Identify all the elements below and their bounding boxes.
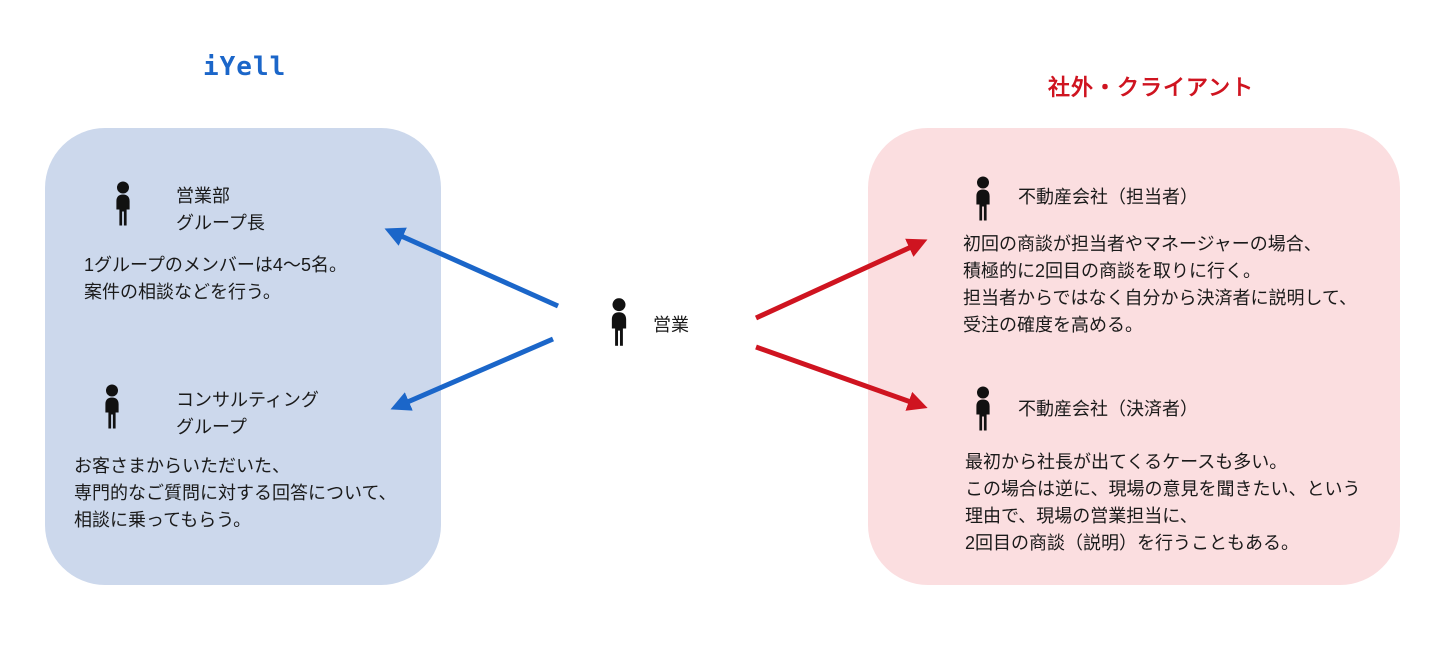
group-leader-description: 1グループのメンバーは4〜5名。 案件の相談などを行う。	[84, 255, 347, 302]
client-tantousha-label: 不動産会社（担当者）	[1018, 187, 1198, 207]
client-tantousha-person-icon	[971, 176, 995, 221]
center-node-label: 営業	[653, 315, 689, 335]
group-leader-person-icon	[111, 181, 135, 226]
consulting-description: お客さまからいただいた、 専門的なご質問に対する回答について、 相談に乗ってもら…	[74, 456, 397, 530]
consulting-label: コンサルティング グループ	[176, 390, 319, 437]
consulting-person-icon	[100, 384, 124, 429]
client-tantousha-description: 初回の商談が担当者やマネージャーの場合、 積極的に2回目の商談を取りに行く。 担…	[963, 234, 1358, 335]
sales-person-icon	[606, 298, 632, 346]
client-kessaisha-label: 不動産会社（決済者）	[1018, 399, 1198, 419]
group-leader-label: 営業部 グループ長	[176, 186, 265, 233]
right-group-title: 社外・クライアント	[1048, 75, 1255, 100]
client-kessaisha-description: 最初から社長が出てくるケースも多い。 この場合は逆に、現場の意見を聞きたい、とい…	[965, 452, 1361, 553]
client-kessaisha-person-icon	[971, 386, 995, 431]
iyell-group-box	[45, 128, 441, 585]
left-group-title: iYell	[203, 52, 287, 82]
client-group-box	[868, 128, 1400, 585]
